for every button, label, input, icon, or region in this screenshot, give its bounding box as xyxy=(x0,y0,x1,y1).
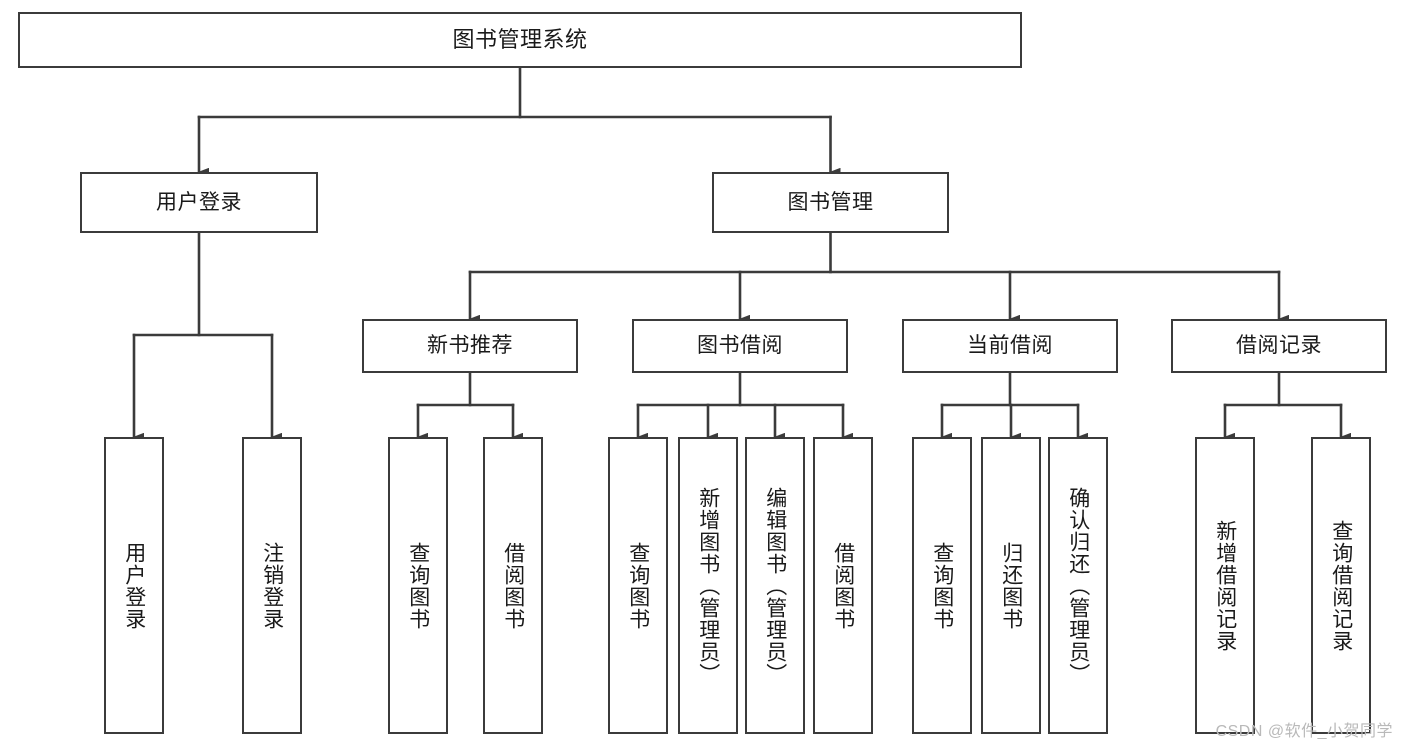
node-label: 归还图书 xyxy=(999,541,1023,630)
node-label: 借阅图书 xyxy=(831,541,855,630)
leaf-query-book-current[interactable]: 查询图书 xyxy=(912,437,972,734)
node-new-book-recommend[interactable]: 新书推荐 xyxy=(362,319,578,373)
node-root[interactable]: 图书管理系统 xyxy=(18,12,1022,68)
leaf-user-login[interactable]: 用户登录 xyxy=(104,437,164,734)
node-label: 编辑图书（管理员） xyxy=(763,486,787,685)
leaf-add-book-admin[interactable]: 新增图书（管理员） xyxy=(678,437,738,734)
node-label: 当前借阅 xyxy=(967,334,1053,358)
connector-lines xyxy=(132,66,1351,442)
leaf-borrow-book-recommend[interactable]: 借阅图书 xyxy=(483,437,543,734)
node-label: 用户登录 xyxy=(122,541,146,630)
leaf-borrow-book[interactable]: 借阅图书 xyxy=(813,437,873,734)
node-borrow-record[interactable]: 借阅记录 xyxy=(1171,319,1387,373)
node-current-borrow[interactable]: 当前借阅 xyxy=(902,319,1118,373)
node-label: 注销登录 xyxy=(260,541,284,630)
leaf-confirm-return-admin[interactable]: 确认归还（管理员） xyxy=(1048,437,1108,734)
node-label: 确认归还（管理员） xyxy=(1066,486,1090,685)
node-label: 查询图书 xyxy=(626,541,650,630)
leaf-query-borrow-record[interactable]: 查询借阅记录 xyxy=(1311,437,1371,734)
leaf-query-book-recommend[interactable]: 查询图书 xyxy=(388,437,448,734)
csdn-watermark: CSDN @软件_小贺同学 xyxy=(1215,723,1393,740)
node-label: 新增图书（管理员） xyxy=(696,486,720,685)
node-book-management[interactable]: 图书管理 xyxy=(712,172,949,233)
leaf-return-book[interactable]: 归还图书 xyxy=(981,437,1041,734)
node-book-borrow[interactable]: 图书借阅 xyxy=(632,319,848,373)
node-label: 查询图书 xyxy=(406,541,430,630)
node-label: 图书管理 xyxy=(787,190,874,214)
node-label: 借阅图书 xyxy=(501,541,525,630)
node-label: 新书推荐 xyxy=(427,334,513,358)
node-label: 图书管理系统 xyxy=(452,26,588,52)
leaf-add-borrow-record[interactable]: 新增借阅记录 xyxy=(1195,437,1255,734)
node-user-login[interactable]: 用户登录 xyxy=(80,172,318,233)
leaf-query-book-borrow[interactable]: 查询图书 xyxy=(608,437,668,734)
leaf-edit-book-admin[interactable]: 编辑图书（管理员） xyxy=(745,437,805,734)
node-label: 借阅记录 xyxy=(1236,334,1322,358)
node-label: 查询借阅记录 xyxy=(1329,519,1353,652)
node-label: 新增借阅记录 xyxy=(1213,519,1237,652)
node-label: 查询图书 xyxy=(930,541,954,630)
leaf-logout[interactable]: 注销登录 xyxy=(242,437,302,734)
node-label: 用户登录 xyxy=(156,190,242,214)
node-label: 图书借阅 xyxy=(697,334,783,358)
